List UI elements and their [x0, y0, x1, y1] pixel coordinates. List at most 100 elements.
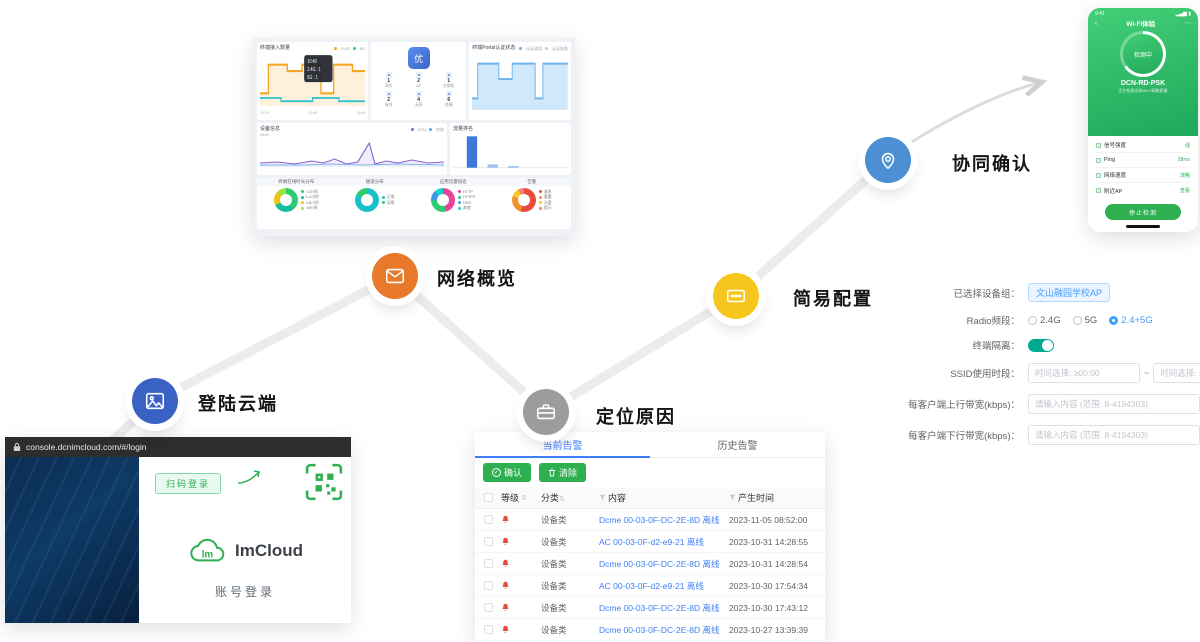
donut-chart [511, 188, 536, 212]
radio-button[interactable] [1028, 315, 1037, 325]
detect-gauge: 检测中 [1120, 31, 1166, 77]
config-form: 已选择设备组： 文山融园学校AP Radio频段： 2.4G 5G 2.4+5G… [880, 283, 1200, 456]
table-row[interactable]: 设备类 Dcme 00-03-0F-DC-2E-8D 离线 2023-10-30… [475, 597, 825, 619]
donut-chart [354, 188, 379, 212]
row-checkbox[interactable] [483, 537, 493, 546]
panel-traffic-rank: 流量排名 [450, 123, 571, 175]
table-row[interactable]: 设备类 AC 00-03-0F-d2-e9-21 离线 2023-10-31 1… [475, 531, 825, 553]
list-item[interactable]: 网络速度 流畅 [1096, 168, 1190, 183]
home-indicator [1126, 225, 1160, 228]
step-label: 简易配置 [793, 289, 873, 309]
alarm-link[interactable]: AC 00-03-0F-d2-e9-21 离线 [599, 580, 704, 591]
brand-name: ImCloud [235, 540, 303, 560]
radio-option-5g[interactable]: 5G [1072, 315, 1097, 326]
traffic-bar-chart [453, 136, 568, 169]
panel-title: 终端接入数量 [260, 45, 291, 51]
list-item[interactable]: 信号强度 强 [1096, 138, 1190, 153]
alarm-link[interactable]: Dcme 00-03-0F-DC-2E-8D 离线 [599, 558, 720, 569]
alarm-bell-icon [502, 537, 509, 545]
radio-option-2-4-5g[interactable]: 2.4+5G [1109, 315, 1153, 326]
row-checkbox[interactable] [483, 581, 493, 590]
panel-title: 设备信息 [260, 126, 281, 132]
alarm-link[interactable]: Dcme 00-03-0F-DC-2E-8D 离线 [599, 624, 720, 635]
trash-icon [548, 468, 556, 477]
sort-icon[interactable]: ⇅ [559, 496, 565, 503]
radio-option-2-4g[interactable]: 2.4G [1028, 315, 1061, 326]
downlink-input[interactable]: 请输入内容 (范围: 8-4194303) [1028, 425, 1200, 445]
svg-text:10:40: 10:40 [307, 58, 317, 65]
table-row[interactable]: 设备类 Dcme 00-03-0F-DC-2E-8D 离线 2023-10-31… [475, 553, 825, 575]
row-checkbox[interactable] [483, 625, 493, 634]
tab-history-alarms[interactable]: 历史告警 [717, 441, 758, 452]
alarm-screenshot: 当前告警 历史告警 ✓确认 清除 等级⇅ 分类⇅ 内容 产生时间 设备类 Dcm… [475, 432, 825, 642]
alarm-bell-icon [502, 559, 509, 567]
switch-icon [445, 72, 452, 78]
y-axis-unit: Mbps [260, 133, 269, 137]
tilde-separator: ~ [1144, 368, 1150, 378]
donut-online-duration: <1小时 1-4小时 4-8小时 >8小时 [257, 186, 336, 214]
donut-app-traffic: HTTP HTTPS DNS 其他 [414, 186, 493, 214]
phone-screenshot: 9:41 ▂▄▆ ▮ ‹ Wi-Fi体验 ⋯ 检测中 DCN-RD-PSK 正在… [1088, 8, 1198, 232]
browser-address-bar[interactable]: console.dcnimcloud.com/#/login [5, 437, 351, 457]
table-row[interactable]: 设备类 AC 00-03-0F-d2-e9-21 离线 2023-10-30 1… [475, 575, 825, 597]
time-from-input[interactable]: 时间选择: ≥00:00 [1028, 363, 1140, 383]
table-row[interactable]: 设备类 Dcme 00-03-0F-DC-2E-8D 离线 2023-10-27… [475, 619, 825, 641]
filter-icon[interactable] [599, 494, 606, 501]
status-time: 9:41 [1095, 11, 1105, 17]
list-item[interactable]: Ping 28ms [1096, 153, 1190, 168]
more-icon[interactable]: ⋯ [1184, 20, 1192, 27]
cloud-logo-icon: lm [190, 538, 225, 562]
qr-code-icon[interactable] [305, 463, 343, 501]
tab-current-alarms[interactable]: 当前告警 [475, 432, 650, 458]
isolation-toggle[interactable] [1028, 338, 1054, 352]
alarm-link[interactable]: Dcme 00-03-0F-DC-2E-8D 离线 [599, 602, 720, 613]
access-line-chart: 10:40 2.4G : 1 5G : 1 [260, 55, 366, 106]
uplink-label: 每客户端上行带宽(kbps)： [908, 400, 1020, 411]
config-card-icon [726, 289, 746, 303]
svg-text:2.4G : 1: 2.4G : 1 [307, 66, 321, 73]
radio-button[interactable] [1072, 315, 1082, 325]
briefcase-icon [536, 404, 556, 420]
panel-title: 流量排名 [453, 126, 474, 132]
uplink-input[interactable]: 请输入内容 (范围: 8-4194303) [1028, 394, 1200, 414]
device-group-label: 已选择设备组： [953, 288, 1020, 300]
device-group-chip[interactable]: 文山融园学校AP [1028, 283, 1111, 302]
stop-detect-button[interactable]: 停止检测 [1105, 204, 1181, 220]
flow-arrow [904, 75, 1048, 148]
account-login-label[interactable]: 账号登录 [214, 585, 275, 599]
ping-icon [1096, 157, 1101, 163]
sort-icon[interactable]: ⇅ [521, 494, 527, 502]
scan-login-button[interactable]: 扫码登录 [155, 473, 222, 494]
radio-button[interactable] [1109, 315, 1119, 325]
chart-legend: 认证成功 认证失败 [519, 46, 568, 52]
terminal-icon [445, 91, 452, 97]
image-icon [145, 392, 165, 410]
clear-button[interactable]: 清除 [539, 463, 587, 482]
select-all-checkbox[interactable] [483, 493, 493, 502]
row-checkbox[interactable] [483, 515, 493, 524]
alarm-bell-icon [502, 625, 509, 633]
alarm-tabs: 当前告警 历史告警 [475, 432, 825, 458]
table-row[interactable]: 设备类 Dcme 00-03-0F-DC-2E-8D 离线 2023-11-05… [475, 509, 825, 531]
speed-icon [1096, 172, 1101, 178]
dashboard-screenshot: 终端接入数量 2.4G 5G 10:40 2.4G : 1 5G : 1 10:… [253, 38, 575, 236]
row-checkbox[interactable] [483, 603, 493, 612]
filter-icon[interactable] [729, 494, 736, 501]
back-icon[interactable]: ‹ [1095, 19, 1098, 27]
ssid-name: DCN-RD-PSK [1120, 80, 1166, 87]
row-checkbox[interactable] [483, 559, 493, 568]
time-to-input[interactable]: 时间选择: ≤23:59 [1153, 363, 1200, 383]
status-icons: ▂▄▆ ▮ [1175, 11, 1191, 17]
mail-icon [385, 268, 405, 284]
gateway-icon [385, 72, 392, 78]
alarm-link[interactable]: AC 00-03-0F-d2-e9-21 离线 [599, 536, 704, 547]
confirm-button[interactable]: ✓确认 [483, 463, 532, 482]
imcloud-logo: lm ImCloud [139, 537, 351, 564]
alarm-bell-icon [502, 515, 509, 523]
panel-device-info: 设备信息 CPU 内存 Mbps [257, 123, 447, 175]
login-screenshot: console.dcnimcloud.com/#/login 扫码登录 lm [5, 437, 351, 623]
chart-tooltip [304, 55, 333, 83]
list-item[interactable]: 附近AP 查看 [1096, 183, 1190, 198]
alarm-link[interactable]: Dcme 00-03-0F-DC-2E-8D 离线 [599, 514, 720, 525]
